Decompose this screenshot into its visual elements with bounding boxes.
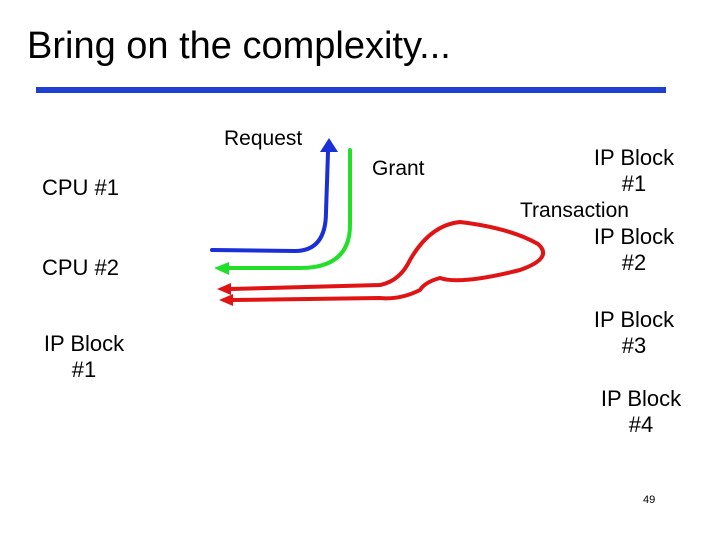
transaction-arrow	[217, 219, 545, 306]
ip-block-3-line2: #3	[621, 333, 647, 358]
ip-block-1: IP Block #1	[578, 145, 690, 197]
page-number: 49	[643, 494, 656, 506]
cpu-1-label: CPU #1	[42, 175, 120, 200]
request-label: Request	[224, 127, 303, 150]
ip-block-1-line1: IP Block	[593, 145, 675, 170]
ip-block-4: IP Block #4	[585, 386, 697, 438]
ip-block-4-line1: IP Block	[600, 386, 682, 411]
ip-block-2: IP Block #2	[578, 224, 690, 276]
ip-block-3-line1: IP Block	[593, 307, 675, 332]
ip-block-4-line2: #4	[628, 412, 654, 437]
cpu-2-label: CPU #2	[42, 255, 120, 280]
slide-title: Bring on the complexity...	[27, 25, 451, 67]
transaction-label: Transaction	[520, 199, 629, 222]
ip-block-left-line1: IP Block	[43, 331, 125, 356]
ip-block-2-line1: IP Block	[593, 224, 675, 249]
ip-block-left-line2: #1	[71, 357, 97, 382]
grant-label: Grant	[372, 157, 425, 180]
ip-block-left: IP Block #1	[34, 331, 134, 383]
ip-block-1-line2: #1	[621, 171, 647, 196]
title-underline	[36, 87, 666, 93]
ip-block-3: IP Block #3	[578, 307, 690, 359]
ip-block-2-line2: #2	[621, 250, 647, 275]
grant-arrow	[214, 148, 352, 275]
request-arrow	[210, 138, 338, 254]
